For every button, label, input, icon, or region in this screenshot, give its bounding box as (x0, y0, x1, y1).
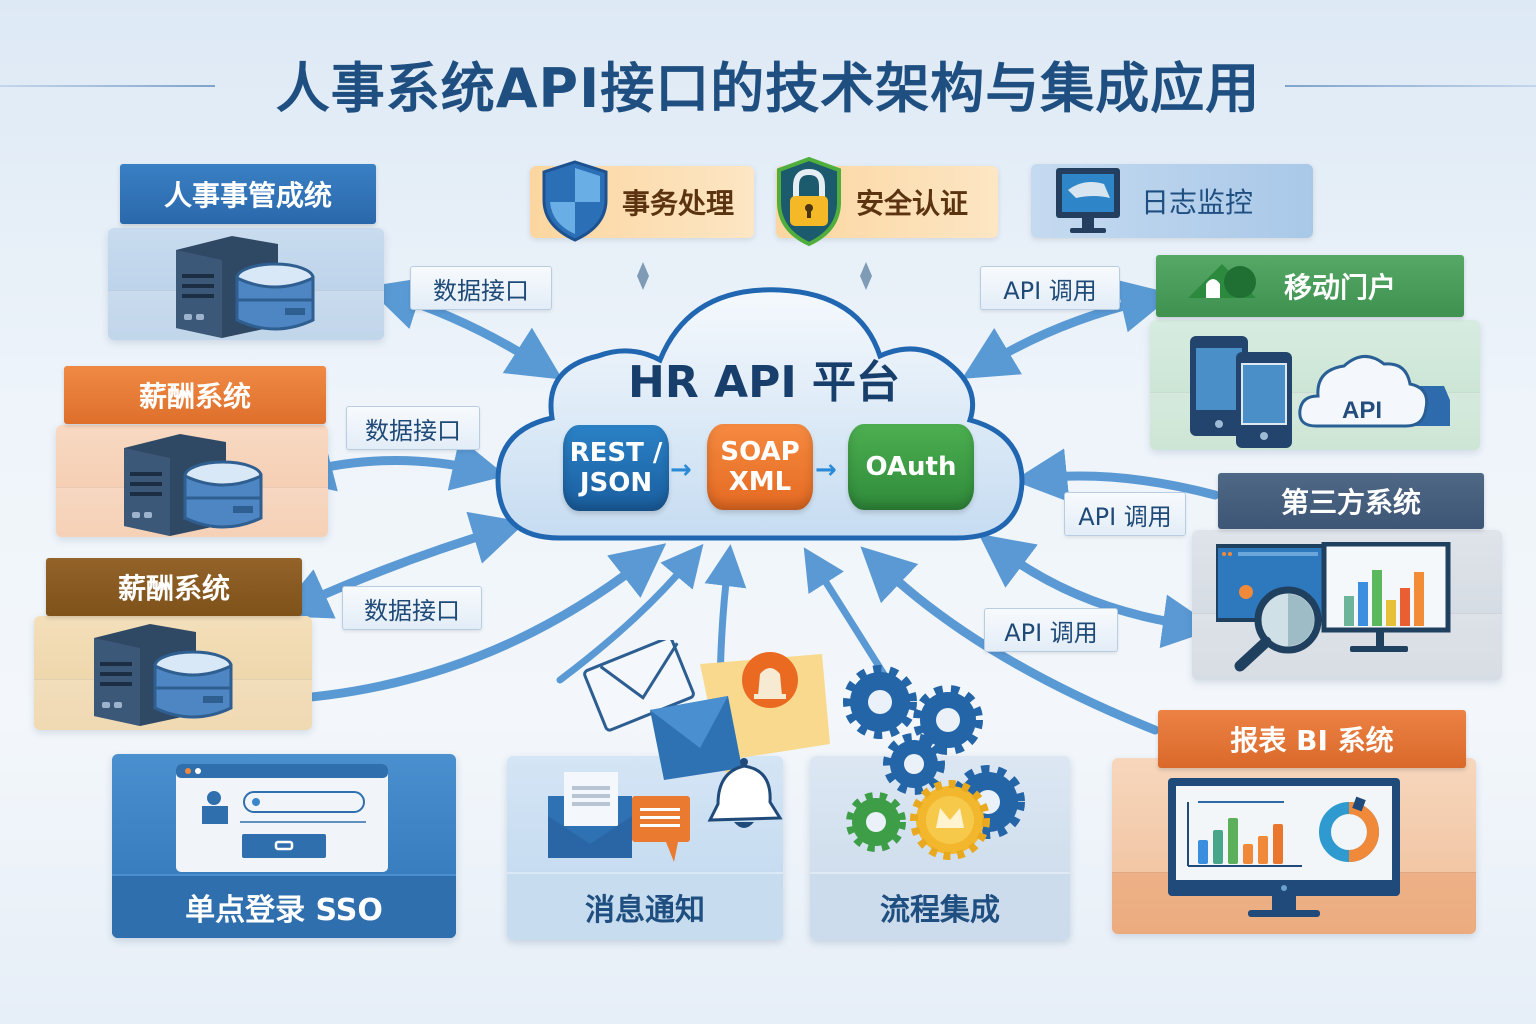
hr-core-system-title: 人事事管成统 (163, 179, 332, 212)
connector-label-3: 数据接口 (342, 586, 482, 630)
shield-icon (542, 160, 608, 242)
envelope-bell-icon (548, 640, 830, 862)
platform-title: HR API 平台 (628, 357, 901, 408)
protocol-oauth: OAuth (848, 424, 974, 510)
api-call-label-1: API 调用 (980, 266, 1120, 310)
process-integration-label: 流程集成 (810, 872, 1070, 940)
page-title: 人事系统API接口的技术架构与集成应用 (275, 57, 1261, 120)
home-cloud-icon (1188, 264, 1256, 298)
third-party-system-title: 第三方系统 (1280, 486, 1421, 519)
gears-icon (843, 665, 1025, 860)
analytics-monitor-icon (1216, 542, 1451, 672)
hr-core-system-header: 人事事管成统 (120, 164, 376, 224)
payroll-system-header: 薪酬系统 (64, 366, 326, 424)
mobile-devices-icon: API (1190, 336, 1450, 448)
third-party-system-header: 第三方系统 (1218, 473, 1484, 529)
api-call-label-3: API 调用 (984, 608, 1118, 652)
payroll-system-2-title: 薪酬系统 (117, 572, 230, 605)
svg-text:API: API (1342, 397, 1382, 424)
bi-report-system-header: 报表 BI 系统 (1158, 710, 1466, 768)
connector-label-2: 数据接口 (346, 406, 480, 450)
protocol-rest-json: REST /JSON (563, 425, 669, 511)
title-rule-left (0, 85, 215, 87)
login-window-icon (176, 764, 388, 872)
flow-arrow-icon: → (670, 455, 692, 485)
bi-dashboard-monitor-icon (1168, 778, 1400, 917)
api-call-label-2: API 调用 (1064, 492, 1186, 536)
message-notification-label: 消息通知 (507, 872, 783, 940)
server-database-icon (124, 434, 263, 536)
mobile-portal-title: 移动门户 (1283, 271, 1396, 304)
sso-label: 单点登录 SSO (112, 874, 456, 938)
server-database-icon (94, 624, 233, 726)
title-rule-right (1285, 85, 1536, 87)
hr-api-platform-cloud (495, 287, 1025, 541)
server-database-icon (176, 236, 315, 338)
connector-label-1: 数据接口 (410, 266, 552, 310)
payroll-system-2-header: 薪酬系统 (46, 558, 302, 616)
payroll-system-title: 薪酬系统 (138, 380, 251, 413)
lock-icon (777, 156, 841, 247)
bi-report-system-title: 报表 BI 系统 (1230, 724, 1394, 757)
flow-arrow-icon: → (815, 455, 837, 485)
monitor-icon (1056, 168, 1120, 233)
